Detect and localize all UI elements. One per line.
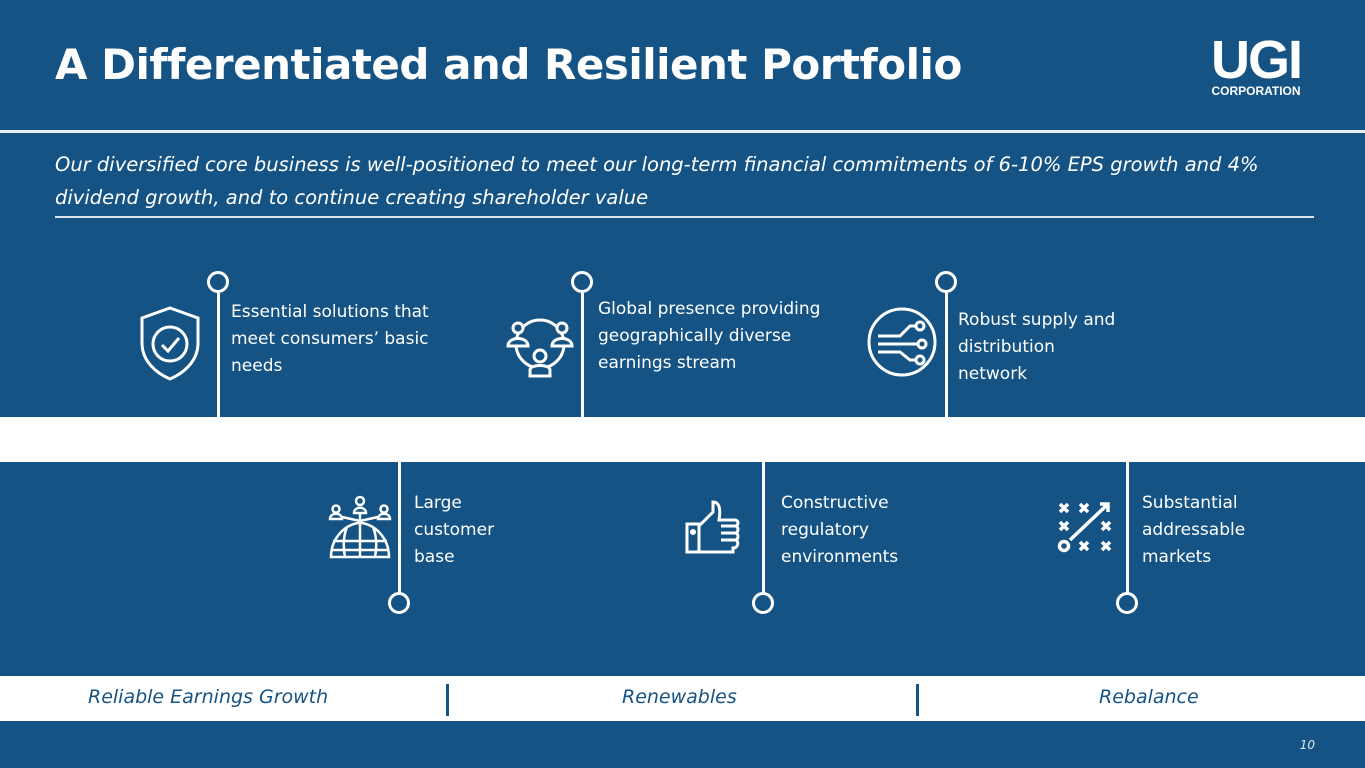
supply-network-icon [866, 306, 938, 382]
timeline-dot [207, 271, 229, 293]
timeline-dot [1116, 592, 1138, 614]
page-number: 10 [1299, 738, 1315, 752]
white-band [0, 417, 1365, 462]
timeline-line [1126, 462, 1129, 594]
footer-item: Renewables [622, 686, 737, 708]
timeline-dot [388, 592, 410, 614]
footer-item: Rebalance [1099, 686, 1199, 708]
ugi-logo: UGI CORPORATION [1200, 30, 1312, 98]
feature-text: Large customer base [414, 493, 495, 567]
timeline-dot [752, 592, 774, 614]
timeline-dot [571, 271, 593, 293]
feature-text: Global presence providing geographically… [598, 299, 821, 373]
page-title: A Differentiated and Resilient Portfolio [55, 40, 962, 89]
timeline-line [762, 462, 765, 594]
footer-item: Reliable Earnings Growth [88, 686, 329, 708]
timeline-line [945, 293, 948, 417]
timeline-dot [935, 271, 957, 293]
feature-text: Robust supply and distribution network [958, 310, 1116, 384]
divider [55, 216, 1314, 218]
thumbs-up-icon [685, 500, 741, 560]
logo-main: UGI [1210, 30, 1303, 90]
subtitle: Our diversified core business is well-po… [55, 153, 1259, 209]
divider [0, 130, 1365, 133]
strategy-icon [1056, 500, 1118, 562]
global-network-icon [506, 310, 574, 382]
separator [446, 684, 449, 716]
feature-text: Substantial addressable markets [1142, 493, 1246, 567]
timeline-line [217, 293, 220, 417]
feature-text: Essential solutions that meet consumers’… [231, 302, 429, 376]
timeline-line [581, 293, 584, 417]
feature-text: Constructive regulatory environments [781, 493, 899, 567]
separator [916, 684, 919, 716]
timeline-line [398, 462, 401, 594]
footer-bar: Reliable Earnings Growth Renewables Reba… [0, 676, 1365, 721]
globe-customers-icon [327, 495, 393, 565]
shield-check-icon [138, 305, 202, 385]
logo-sub: CORPORATION [1211, 84, 1301, 98]
